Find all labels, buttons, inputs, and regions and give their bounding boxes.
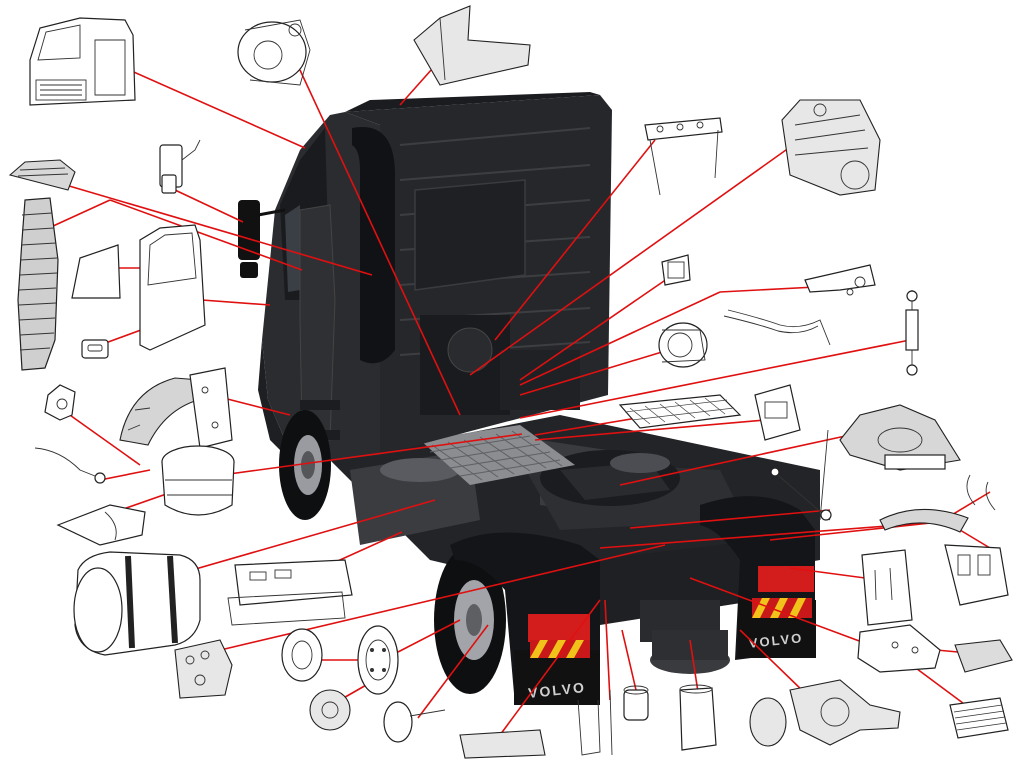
walkway-grid-icon[interactable] <box>618 394 742 429</box>
air-intake-hose-icon[interactable] <box>17 197 59 371</box>
callout-lines <box>39 59 991 736</box>
callout-line <box>469 139 801 376</box>
hose-clamp-icon[interactable] <box>34 447 106 484</box>
gearbox-icon[interactable] <box>237 19 311 86</box>
step-plate-icon[interactable] <box>459 729 546 759</box>
mirror-shape <box>238 200 260 260</box>
callout-line <box>99 469 151 481</box>
callout-line <box>689 577 871 646</box>
callout-line <box>211 544 666 653</box>
fuel-strap-icon[interactable] <box>56 504 146 546</box>
truck-tractor-unit: VOLVO VOLVO <box>238 92 820 705</box>
right-mudguard: VOLVO <box>700 496 816 660</box>
mudflap-right-logo: VOLVO <box>748 630 804 651</box>
roof-deflector-icon[interactable] <box>413 5 531 86</box>
pipe-assembly-icon[interactable] <box>723 264 876 346</box>
mudflap-left-logo: VOLVO <box>527 679 586 701</box>
door-handle-icon[interactable] <box>81 339 109 359</box>
adblue-tank-icon[interactable] <box>161 445 235 516</box>
step-grating-icon[interactable] <box>949 697 1009 739</box>
torque-rod-icon[interactable] <box>770 429 832 521</box>
callout-line <box>494 139 656 341</box>
front-fender-icon[interactable] <box>119 377 201 446</box>
shock-absorber-icon[interactable] <box>905 290 919 376</box>
callout-line <box>619 434 851 486</box>
mudflap-bracket-icon[interactable] <box>861 549 913 626</box>
air-tank-icon[interactable] <box>679 684 717 751</box>
callout-line <box>534 419 766 441</box>
tail-lamp-icon[interactable] <box>954 639 1013 673</box>
door-panel-icon[interactable] <box>139 224 206 351</box>
rear-fender-icon[interactable] <box>879 508 969 533</box>
callout-line <box>109 199 303 271</box>
callout-line <box>604 599 611 701</box>
callout-line <box>174 189 244 223</box>
cab-body <box>238 92 612 470</box>
cab-icon[interactable] <box>29 17 136 106</box>
callout-line <box>41 177 373 276</box>
u-bolt-icon[interactable] <box>577 689 613 756</box>
callout-line <box>59 407 141 466</box>
control-unit-icon[interactable] <box>754 384 801 441</box>
callout-line <box>397 619 461 653</box>
wheel-hub-icon[interactable] <box>309 689 351 731</box>
air-dryer-icon[interactable] <box>623 685 649 721</box>
callout-line <box>629 509 831 529</box>
axle-shaft-icon[interactable] <box>383 701 446 743</box>
side-deflector-icon[interactable] <box>8 159 76 191</box>
bumper-bracket-icon[interactable] <box>44 384 76 421</box>
filter-housing-icon[interactable] <box>661 254 691 286</box>
side-skirt-icon[interactable] <box>227 559 353 626</box>
callout-line <box>769 521 941 541</box>
differential-icon[interactable] <box>749 679 901 747</box>
fan-housing-icon[interactable] <box>658 322 708 368</box>
fuel-tank-icon[interactable] <box>73 551 201 656</box>
wheel-rim-icon[interactable] <box>357 625 399 695</box>
splash-guard-icon[interactable] <box>944 544 1009 606</box>
callout-line <box>621 629 637 691</box>
callout-line <box>199 433 523 479</box>
fifth-wheel-icon[interactable] <box>839 404 961 471</box>
crossmember-icon[interactable] <box>857 624 941 673</box>
callout-line <box>519 269 681 381</box>
callout-line <box>519 339 911 419</box>
clips-icon[interactable] <box>966 474 996 511</box>
mudguard-bracket-icon[interactable] <box>189 367 233 449</box>
exhaust-bracket-icon[interactable] <box>644 117 723 196</box>
valve-block-icon[interactable] <box>174 639 233 699</box>
callout-line <box>299 69 461 416</box>
callout-line <box>117 64 306 149</box>
callout-line <box>519 291 721 386</box>
callout-line <box>417 624 489 719</box>
door-window-icon[interactable] <box>71 244 121 299</box>
front-wheel <box>279 410 331 520</box>
left-rear-wheel <box>434 546 506 694</box>
callout-line <box>519 344 686 396</box>
callout-line <box>499 599 601 736</box>
part-thumbnails <box>8 5 1013 759</box>
mirror-icon[interactable] <box>159 139 201 194</box>
brake-drum-icon[interactable] <box>281 628 323 682</box>
callout-line <box>959 529 991 549</box>
engine-icon[interactable] <box>781 99 881 196</box>
